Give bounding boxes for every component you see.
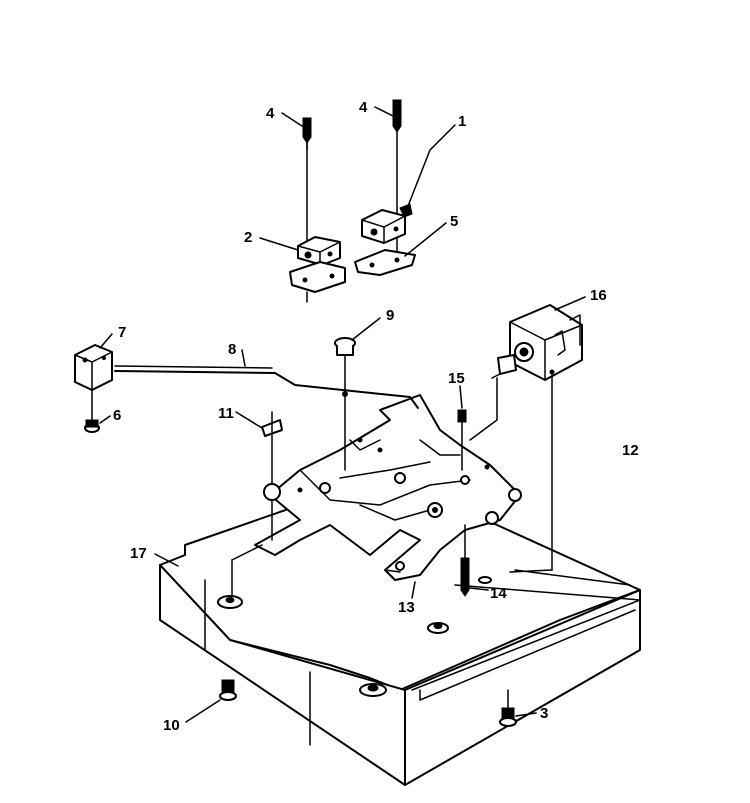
callout-8: 8	[228, 341, 236, 358]
rod-end-bracket	[74, 344, 113, 391]
mechanism-bracket	[254, 394, 522, 581]
screw-3	[499, 689, 517, 727]
solenoid-guide-lines	[469, 374, 553, 573]
leader-lines	[99, 106, 586, 723]
callout-5: 5	[450, 213, 458, 230]
callout-11: 11	[218, 405, 234, 422]
callout-16: 16	[590, 287, 607, 304]
actuator-rod	[114, 365, 419, 409]
switch-2-assembly	[289, 139, 346, 303]
screw-4-right	[392, 99, 402, 133]
base-bosses	[217, 576, 492, 697]
callout-4-right: 4	[359, 99, 368, 116]
callout-7: 7	[118, 324, 126, 341]
switch-1-assembly	[354, 129, 416, 276]
screw-10	[219, 679, 237, 701]
callout-14: 14	[490, 585, 507, 602]
callout-9: 9	[386, 307, 394, 324]
screw-15	[457, 409, 467, 471]
callout-labels: 4 4 1 2 5 7 8 9 16 6 11 15 12 17 13 14 1…	[113, 99, 639, 734]
pivot-11	[231, 411, 283, 597]
callout-6: 6	[113, 407, 121, 424]
screw-9	[334, 337, 356, 471]
callout-12: 12	[622, 442, 639, 459]
callout-4-left: 4	[266, 105, 275, 122]
base-plate	[159, 489, 641, 786]
callout-15: 15	[448, 370, 465, 387]
callout-17: 17	[130, 545, 147, 562]
callout-3: 3	[540, 705, 548, 722]
solenoid-16	[491, 304, 583, 381]
callout-10: 10	[163, 717, 180, 734]
callout-1: 1	[458, 113, 466, 130]
screw-14	[460, 524, 470, 597]
screw-6	[84, 389, 100, 433]
callout-2: 2	[244, 229, 252, 246]
screw-4-left	[302, 117, 312, 151]
callout-13: 13	[398, 599, 415, 616]
